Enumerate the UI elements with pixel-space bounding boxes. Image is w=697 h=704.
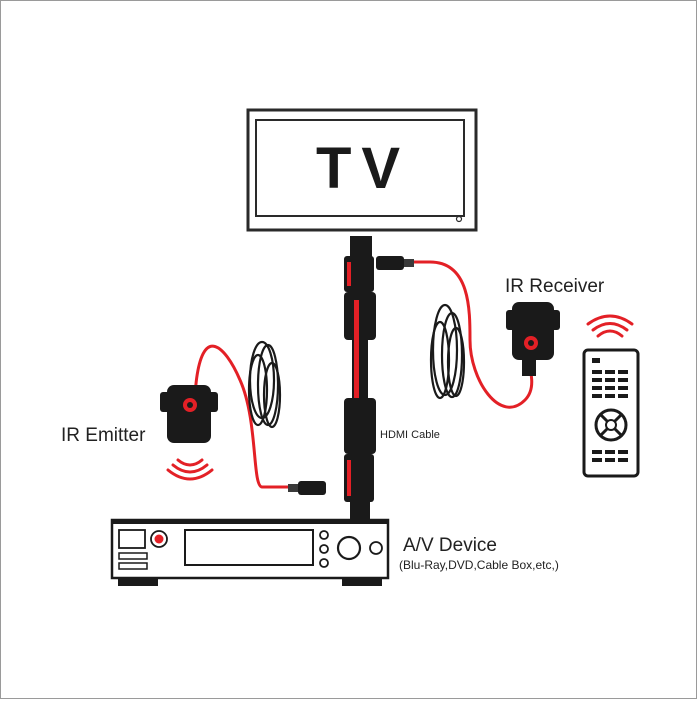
signal-waves-icon xyxy=(586,314,634,338)
tv-icon: TV xyxy=(246,108,478,232)
ir-receiver-icon xyxy=(506,302,560,376)
av-device-sub-label: (Blu-Ray,DVD,Cable Box,etc,) xyxy=(399,558,559,572)
emitter-cable-coil xyxy=(247,340,282,429)
receiver-cable xyxy=(408,260,534,409)
remote-control-icon xyxy=(582,348,640,478)
ir-receiver-label: IR Receiver xyxy=(505,276,605,297)
receiver-cable-coil xyxy=(429,303,466,400)
hdmi-cable-label: HDMI Cable xyxy=(380,429,440,441)
av-device-label: A/V Device xyxy=(403,535,497,556)
tv-label: TV xyxy=(316,136,410,201)
ir-emitter-label: IR Emitter xyxy=(61,425,146,446)
hdmi-cable-icon xyxy=(288,236,414,522)
emitter-cable xyxy=(193,344,322,489)
av-device-icon xyxy=(110,518,390,586)
signal-waves-icon xyxy=(166,458,214,481)
ir-emitter-icon xyxy=(160,385,218,443)
